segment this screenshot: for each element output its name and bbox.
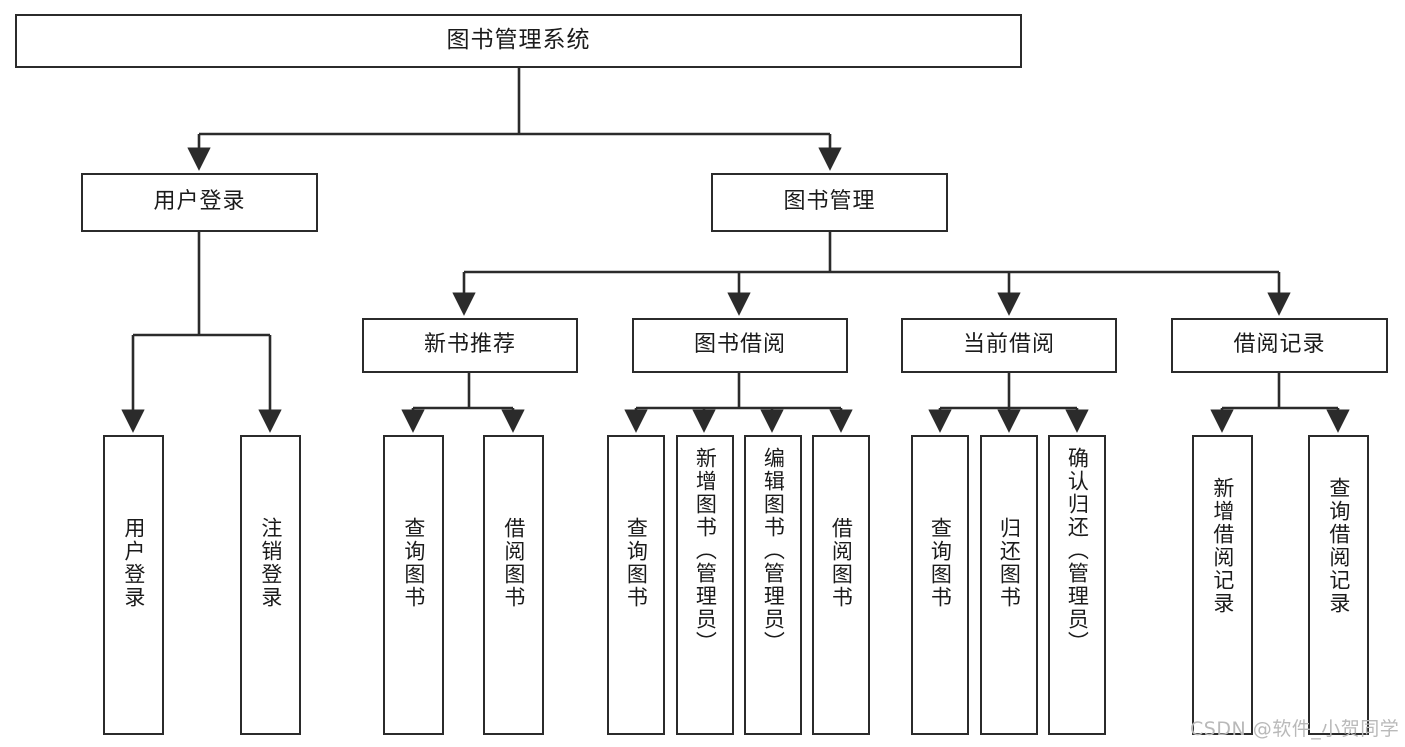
node-borrow-record-label: 借阅记录 bbox=[1233, 332, 1326, 358]
node-current-borrow-label: 当前借阅 bbox=[962, 332, 1055, 358]
leaf-edit-book[interactable]: 编辑图书（管理员） bbox=[744, 435, 802, 735]
leaf-confirm-return[interactable]: 确认归还（管理员） bbox=[1048, 435, 1106, 735]
leaf-query-book-3-label: 查询图书 bbox=[928, 517, 953, 609]
leaf-add-book[interactable]: 新增图书（管理员） bbox=[676, 435, 734, 735]
node-user-login[interactable]: 用户登录 bbox=[81, 173, 318, 232]
leaf-edit-book-label: 编辑图书（管理员） bbox=[761, 447, 786, 654]
leaf-borrow-book-2[interactable]: 借阅图书 bbox=[812, 435, 870, 735]
leaf-query-book-1[interactable]: 查询图书 bbox=[383, 435, 444, 735]
csdn-watermark: CSDN @软件_小贺同学 bbox=[1190, 718, 1400, 740]
leaf-query-record-label: 查询借阅记录 bbox=[1326, 477, 1351, 615]
leaf-user-logout[interactable]: 注销登录 bbox=[240, 435, 301, 735]
leaf-confirm-return-label: 确认归还（管理员） bbox=[1065, 447, 1090, 654]
leaf-query-book-1-label: 查询图书 bbox=[401, 517, 426, 609]
leaf-add-record-label: 新增借阅记录 bbox=[1210, 477, 1235, 615]
leaf-user-login-label: 用户登录 bbox=[121, 517, 146, 609]
leaf-query-record[interactable]: 查询借阅记录 bbox=[1308, 435, 1369, 735]
node-borrow-record[interactable]: 借阅记录 bbox=[1171, 318, 1388, 373]
node-book-management-label: 图书管理 bbox=[783, 189, 876, 215]
node-root[interactable]: 图书管理系统 bbox=[15, 14, 1022, 68]
leaf-return-book[interactable]: 归还图书 bbox=[980, 435, 1038, 735]
node-current-borrow[interactable]: 当前借阅 bbox=[901, 318, 1117, 373]
node-user-login-label: 用户登录 bbox=[153, 189, 246, 215]
node-root-label: 图书管理系统 bbox=[446, 27, 591, 54]
leaf-return-book-label: 归还图书 bbox=[997, 517, 1022, 609]
leaf-add-book-label: 新增图书（管理员） bbox=[693, 447, 718, 654]
node-new-book-recommend[interactable]: 新书推荐 bbox=[362, 318, 578, 373]
leaf-query-book-3[interactable]: 查询图书 bbox=[911, 435, 969, 735]
node-new-book-recommend-label: 新书推荐 bbox=[423, 332, 516, 358]
node-book-management[interactable]: 图书管理 bbox=[711, 173, 948, 232]
leaf-query-book-2[interactable]: 查询图书 bbox=[607, 435, 665, 735]
leaf-add-record[interactable]: 新增借阅记录 bbox=[1192, 435, 1253, 735]
node-book-borrow[interactable]: 图书借阅 bbox=[632, 318, 848, 373]
leaf-user-logout-label: 注销登录 bbox=[258, 517, 283, 609]
leaf-user-login[interactable]: 用户登录 bbox=[103, 435, 164, 735]
leaf-borrow-book-1-label: 借阅图书 bbox=[501, 517, 526, 609]
leaf-query-book-2-label: 查询图书 bbox=[624, 517, 649, 609]
leaf-borrow-book-1[interactable]: 借阅图书 bbox=[483, 435, 544, 735]
leaf-borrow-book-2-label: 借阅图书 bbox=[829, 517, 854, 609]
node-book-borrow-label: 图书借阅 bbox=[693, 332, 786, 358]
